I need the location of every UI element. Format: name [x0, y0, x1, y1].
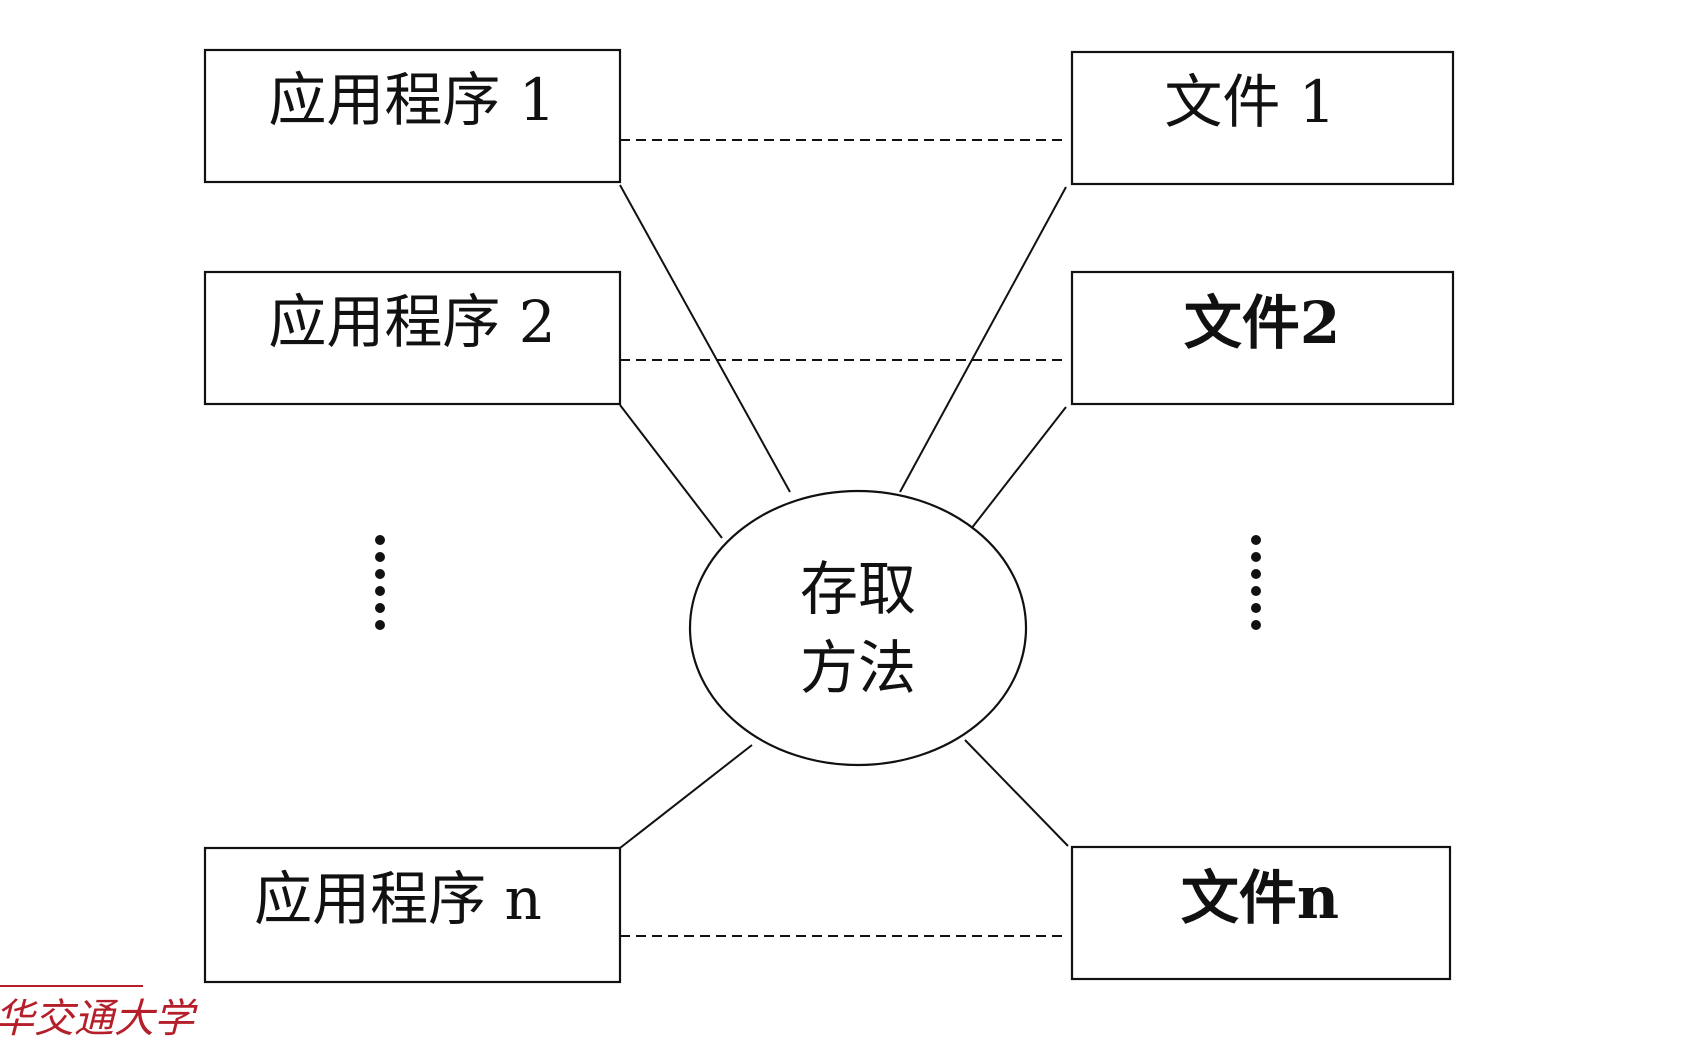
file-label-2: 文件2	[1184, 289, 1340, 357]
file-label-n: 文件n	[1181, 864, 1339, 932]
app-box-n: 应用程序 n	[203, 846, 622, 984]
app-label-1: 应用程序 1	[268, 66, 555, 134]
access-method-node: 存取 方法	[688, 489, 1028, 767]
access-method-line2: 方法	[800, 634, 916, 702]
connector-file2-center	[963, 406, 1067, 539]
access-method-line1: 存取	[800, 555, 916, 623]
university-logo: 华交通大学	[0, 985, 198, 1038]
connector-appn-center	[619, 744, 753, 849]
connector-app2-center	[619, 404, 723, 539]
file-box-2: 文件2	[1070, 270, 1455, 406]
university-logo-text: 华交通大学	[0, 996, 198, 1038]
connector-filen-center	[964, 739, 1069, 847]
file-label-1: 文件 1	[1164, 68, 1335, 136]
left-ellipsis	[375, 535, 385, 630]
connector-file1-center	[899, 186, 1067, 493]
app-box-2: 应用程序 2	[203, 270, 622, 406]
app-box-1: 应用程序 1	[203, 48, 622, 184]
right-ellipsis	[1251, 535, 1261, 630]
connector-app1-center	[619, 184, 791, 493]
file-box-n: 文件n	[1070, 845, 1452, 981]
app-label-2: 应用程序 2	[268, 288, 555, 356]
app-label-n: 应用程序 n	[254, 865, 542, 933]
file-box-1: 文件 1	[1070, 50, 1455, 186]
